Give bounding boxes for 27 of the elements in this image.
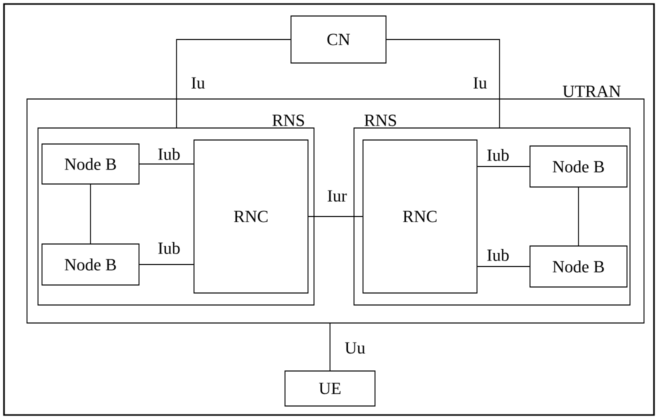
base-station-box: Node B bbox=[530, 146, 628, 188]
connector-line bbox=[477, 166, 530, 167]
node-label: UTRAN bbox=[562, 86, 621, 98]
node-label: RNS bbox=[364, 114, 396, 126]
base-station-box: Node B bbox=[530, 246, 628, 288]
network-box: CN bbox=[290, 16, 386, 64]
base-station-box: Node B bbox=[42, 144, 140, 184]
edge-label: Iu bbox=[472, 76, 488, 90]
controller-box: RNC bbox=[362, 140, 478, 294]
edge-label: Iub bbox=[156, 147, 182, 161]
connector-line bbox=[308, 216, 363, 217]
edge-label: Iub bbox=[486, 248, 510, 262]
edge-label: Iur bbox=[326, 189, 348, 203]
edge-label: Iub bbox=[486, 148, 510, 162]
edge-label: Iu bbox=[190, 76, 206, 90]
connector-line bbox=[477, 266, 530, 267]
connector-line bbox=[176, 39, 291, 128]
node-label: RNS bbox=[272, 114, 304, 126]
connector-line bbox=[386, 39, 500, 128]
connector-line bbox=[578, 187, 579, 246]
connector-line bbox=[139, 264, 194, 265]
device-box: UE bbox=[284, 370, 376, 406]
connector-line bbox=[90, 184, 91, 244]
controller-box: RNC bbox=[194, 140, 308, 294]
edge-label: Uu bbox=[344, 341, 366, 355]
base-station-box: Node B bbox=[42, 244, 140, 286]
edge-label: Iub bbox=[156, 241, 182, 255]
